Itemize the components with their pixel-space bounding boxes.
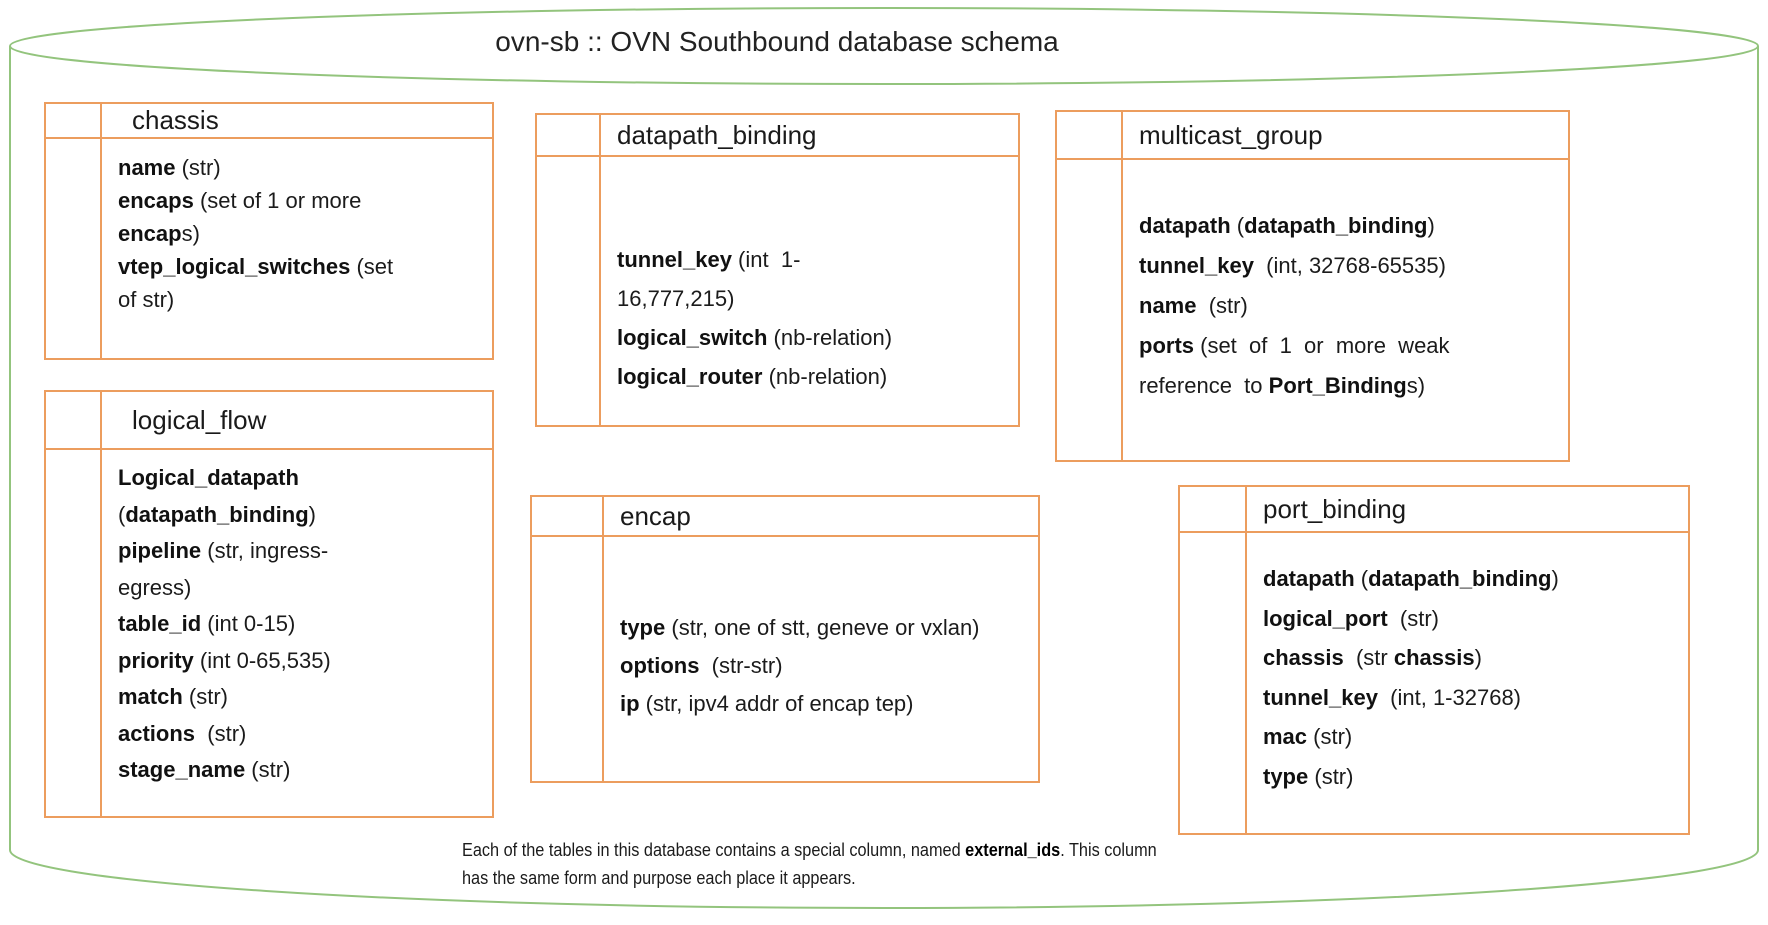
- table-fields-datapath-binding: tunnel_key (int 1- 16,777,215) logical_swi…: [537, 157, 1018, 396]
- table-field-line: stage_name (str): [118, 757, 291, 782]
- table-left-column: [46, 104, 102, 358]
- table-datapath-binding: datapath_binding tunnel_key (int 1- 16,77…: [535, 113, 1020, 427]
- table-field-line: datapath (datapath_binding): [1263, 566, 1559, 591]
- table-field-line: of str): [118, 287, 175, 312]
- table-field-line: datapath (datapath_binding): [1139, 213, 1435, 238]
- table-left-column: [1180, 487, 1247, 833]
- table-field-line: priority (int 0-65,535): [118, 647, 331, 673]
- table-left-column: [46, 392, 102, 816]
- table-field-line: match (str): [118, 684, 228, 709]
- table-field-line: 16,777,215): [617, 286, 735, 311]
- table-title-logical-flow: logical_flow: [46, 392, 492, 450]
- table-fields-logical-flow: Logical_datapath (datapath_binding)pipeli…: [46, 450, 492, 789]
- table-fields-port-binding: datapath (datapath_binding) logical_port …: [1180, 533, 1688, 796]
- table-encap: encap type (str, one of stt, geneve or v…: [530, 495, 1040, 783]
- table-field-line: egress): [118, 574, 192, 600]
- table-field-line: vtep_logical_switches (set: [118, 254, 394, 279]
- table-fields-chassis: name (str) encaps (set of 1 or more encaps…: [46, 139, 492, 316]
- table-field-line: type (str): [1263, 763, 1354, 789]
- table-field-line: chassis (str chassis): [1263, 645, 1482, 670]
- table-field-line: reference to Port_Bindings): [1139, 373, 1426, 398]
- table-field-line: Logical_datapath: [118, 465, 299, 490]
- table-field-line: actions (str): [118, 720, 247, 746]
- table-title-encap: encap: [532, 497, 1038, 537]
- table-title-datapath-binding: datapath_binding: [537, 115, 1018, 157]
- table-title-multicast-group: multicast_group: [1057, 112, 1568, 160]
- table-multicast-group: multicast_group datapath (datapath_bindi…: [1055, 110, 1570, 462]
- table-title-port-binding: port_binding: [1180, 487, 1688, 533]
- table-field-line: name (str): [1139, 293, 1248, 318]
- table-field-line: pipeline (str, ingress-: [118, 538, 329, 563]
- page-title: ovn-sb :: OVN Southbound database schema: [495, 26, 1059, 57]
- table-field-line: (datapath_binding): [118, 501, 316, 527]
- table-field-line: logical_port (str): [1263, 605, 1440, 631]
- table-field-line: logical_switch (nb-relation): [617, 325, 893, 350]
- table-left-column: [532, 497, 604, 781]
- table-chassis: chassis name (str) encaps (set of 1 or mo…: [44, 102, 494, 360]
- table-title-chassis: chassis: [46, 104, 492, 139]
- table-logical-flow: logical_flow Logical_datapath (datapath_b…: [44, 390, 494, 818]
- table-field-line: mac (str): [1263, 724, 1353, 749]
- table-field-line: ip (str, ipv4 addr of encap tep): [620, 691, 914, 716]
- table-left-column: [537, 115, 601, 425]
- table-field-line: name (str): [118, 155, 221, 180]
- table-field-line: ports (set of 1 or more weak: [1139, 333, 1450, 358]
- table-left-column: [1057, 112, 1123, 460]
- external-ids-note: Each of the tables in this database cont…: [462, 839, 1157, 888]
- table-field-line: table_id (int 0-15): [118, 611, 296, 636]
- table-field-line: encaps (set of 1 or more: [118, 188, 362, 213]
- table-field-line: encaps): [118, 221, 200, 246]
- table-field-line: options (str-str): [620, 653, 783, 678]
- table-port-binding: port_binding datapath (datapath_binding)…: [1178, 485, 1690, 835]
- table-field-line: tunnel_key (int, 1-32768): [1263, 684, 1522, 710]
- table-field-line: logical_router (nb-relation): [617, 364, 888, 389]
- table-field-line: type (str, one of stt, geneve or vxlan): [620, 615, 980, 640]
- table-fields-multicast-group: datapath (datapath_binding) tunnel_key (i…: [1057, 160, 1568, 406]
- table-field-line: tunnel_key (int 1-: [617, 247, 801, 272]
- table-field-line: tunnel_key (int, 32768-65535): [1139, 253, 1446, 278]
- table-fields-encap: type (str, one of stt, geneve or vxlan) o…: [532, 537, 1038, 723]
